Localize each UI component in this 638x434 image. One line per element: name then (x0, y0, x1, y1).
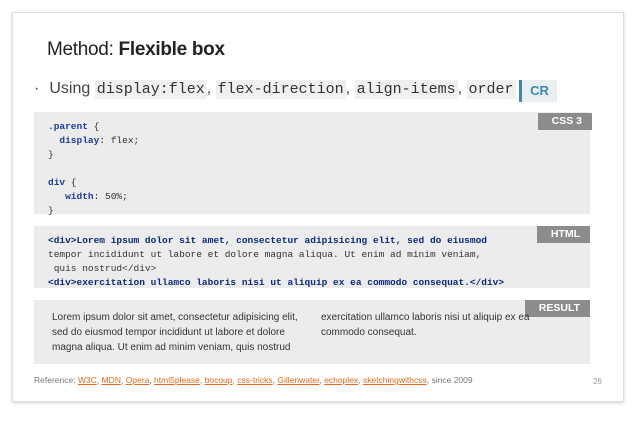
css-prop-width: width (65, 191, 94, 202)
ref-link-gillenwater[interactable]: Gillenwater (277, 375, 320, 385)
title-prefix: Method: (47, 39, 119, 60)
html-line-3: quis nostrud</div> (48, 263, 157, 274)
reference-label: Reference: (34, 375, 76, 385)
ref-link-html5please[interactable]: html5please (154, 375, 200, 385)
result-column-2: exercitation ullamco laboris nisi ut ali… (321, 312, 530, 338)
css-line-5: div (48, 177, 66, 188)
bullet-row: · Using display:flex, flex-direction, al… (34, 80, 516, 99)
code-display-flex: display:flex (94, 80, 207, 99)
cr-badge[interactable]: CR (519, 80, 557, 102)
ref-link-sketchingwithcss[interactable]: sketchingwithcss (362, 375, 427, 385)
html-line-2: tempor incididunt ut labore et dolore ma… (48, 249, 482, 260)
html-line-1: <div>Lorem ipsum dolor sit amet, consect… (48, 235, 487, 246)
html-code: <div>Lorem ipsum dolor sit amet, consect… (48, 234, 504, 290)
result-panel: RESULT Lorem ipsum dolor sit amet, conse… (34, 300, 590, 364)
reference-line: Reference: W3C, MDN, Opera, html5please,… (34, 375, 473, 385)
html-tag: HTML (536, 226, 590, 243)
ref-link-w3c[interactable]: W3C (77, 375, 97, 385)
page-number: 26 (593, 377, 602, 386)
bullet-dot: · (34, 80, 40, 97)
css-code: .parent { display: flex; } div { width: … (48, 121, 140, 216)
ref-link-opera[interactable]: Opera (125, 375, 150, 385)
ref-link-css-tricks[interactable]: css-tricks (237, 375, 273, 385)
code-align-items: align-items (354, 80, 458, 99)
css-prop-display: display (59, 135, 100, 146)
reference-suffix: since 2009 (431, 375, 473, 385)
html-panel: HTML <div>Lorem ipsum dolor sit amet, co… (34, 226, 590, 288)
sep1: , (206, 80, 212, 97)
css-panel: CSS 3 .parent { display: flex; } div { w… (34, 112, 592, 216)
sep2: , (345, 80, 351, 97)
ref-link-bocoup[interactable]: bocoup (204, 375, 233, 385)
title-bold: Flexible box (118, 39, 226, 60)
slide-title: Method: Flexible box (47, 39, 225, 61)
ref-link-echoplex[interactable]: echoplex (324, 375, 359, 385)
result-column-1: Lorem ipsum dolor sit amet, consectetur … (52, 312, 298, 353)
ref-link-mdn[interactable]: MDN (101, 375, 121, 385)
css-line-1: .parent (48, 121, 88, 132)
result-tag: RESULT (524, 300, 590, 317)
css3-tag: CSS 3 (537, 113, 592, 130)
code-order: order (466, 80, 516, 99)
html-line-4: <div>exercitation ullamco laboris nisi u… (48, 277, 505, 288)
sep3: , (457, 80, 463, 97)
bullet-using: Using (49, 80, 91, 97)
code-flex-direction: flex-direction (215, 80, 346, 99)
